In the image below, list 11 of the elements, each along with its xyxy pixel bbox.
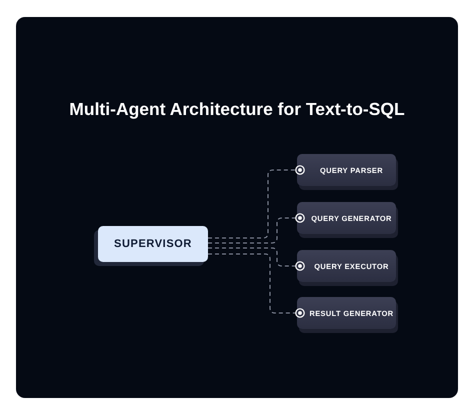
supervisor-box (98, 226, 208, 262)
dashed-connector (208, 254, 305, 318)
diagram-title: Multi-Agent Architecture for Text-to-SQL (68, 98, 406, 121)
dashed-connector (208, 165, 305, 238)
agent-box (297, 154, 396, 186)
agent-box (297, 297, 396, 329)
dashed-connector (208, 248, 305, 271)
dashed-connector (208, 213, 305, 244)
supervisor-label: SUPERVISOR (114, 238, 192, 250)
agent-box (297, 202, 396, 234)
agent-box (297, 250, 396, 282)
